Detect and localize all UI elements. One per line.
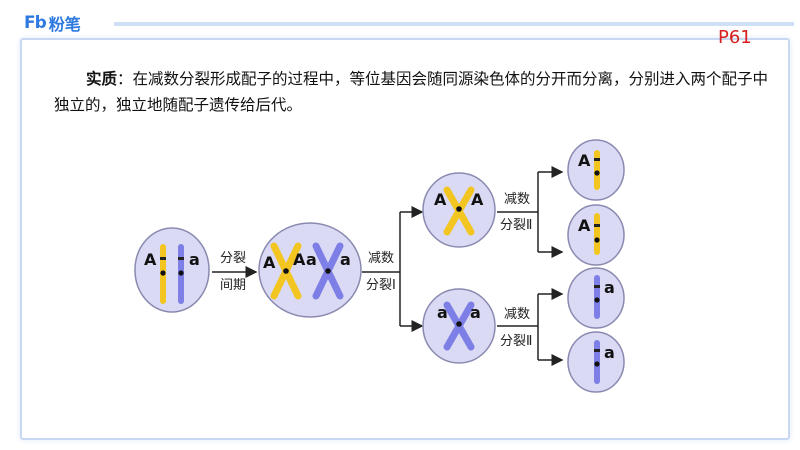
arrow3-label-top: 减数 [504, 192, 530, 207]
allele-A-label: A [471, 190, 484, 209]
allele-A-label: A [434, 190, 447, 209]
allele-A-label: A [578, 151, 591, 170]
arrow1-label-top: 分裂 [220, 251, 246, 266]
arrow4-label-top: 减数 [504, 307, 530, 322]
allele-a-label: a [470, 303, 481, 322]
body-paragraph: 实质：在减数分裂形成配子的过程中，等位基因会随同源染色体的分开而分离，分别进入两… [54, 66, 776, 118]
allele-a-label: a [437, 303, 448, 322]
header-bar [114, 22, 794, 26]
allele-A-label: A [144, 250, 157, 269]
logo-name: 粉笔 [48, 15, 81, 34]
allele-a-label: a [189, 250, 200, 269]
allele-a-right: a [340, 250, 351, 269]
arrow4-label-bottom: 分裂Ⅱ [500, 334, 532, 349]
page-number: P61 [718, 27, 752, 48]
allele-a-label: a [604, 343, 615, 362]
brand-logo: Fb 粉笔 [24, 11, 81, 35]
content-frame [20, 38, 790, 440]
logo-mark: Fb [24, 13, 47, 33]
arrow3-label-bottom: 分裂Ⅱ [500, 218, 532, 233]
allele-a-label: a [604, 278, 615, 297]
cell-interphase [134, 227, 210, 313]
arrow2-label-top: 减数 [368, 251, 394, 266]
allele-A-label: A [578, 216, 591, 235]
allele-A-left: A [263, 253, 276, 272]
arrow2-label-bottom: 分裂Ⅰ [366, 278, 396, 293]
lead-term: 实质 [86, 70, 118, 88]
allele-a-left: a [306, 250, 317, 269]
body-text: ：在减数分裂形成配子的过程中，等位基因会随同源染色体的分开而分离，分别进入两个配… [54, 70, 769, 114]
arrow1-label-bottom: 间期 [220, 278, 246, 293]
allele-A-right: A [293, 250, 306, 269]
